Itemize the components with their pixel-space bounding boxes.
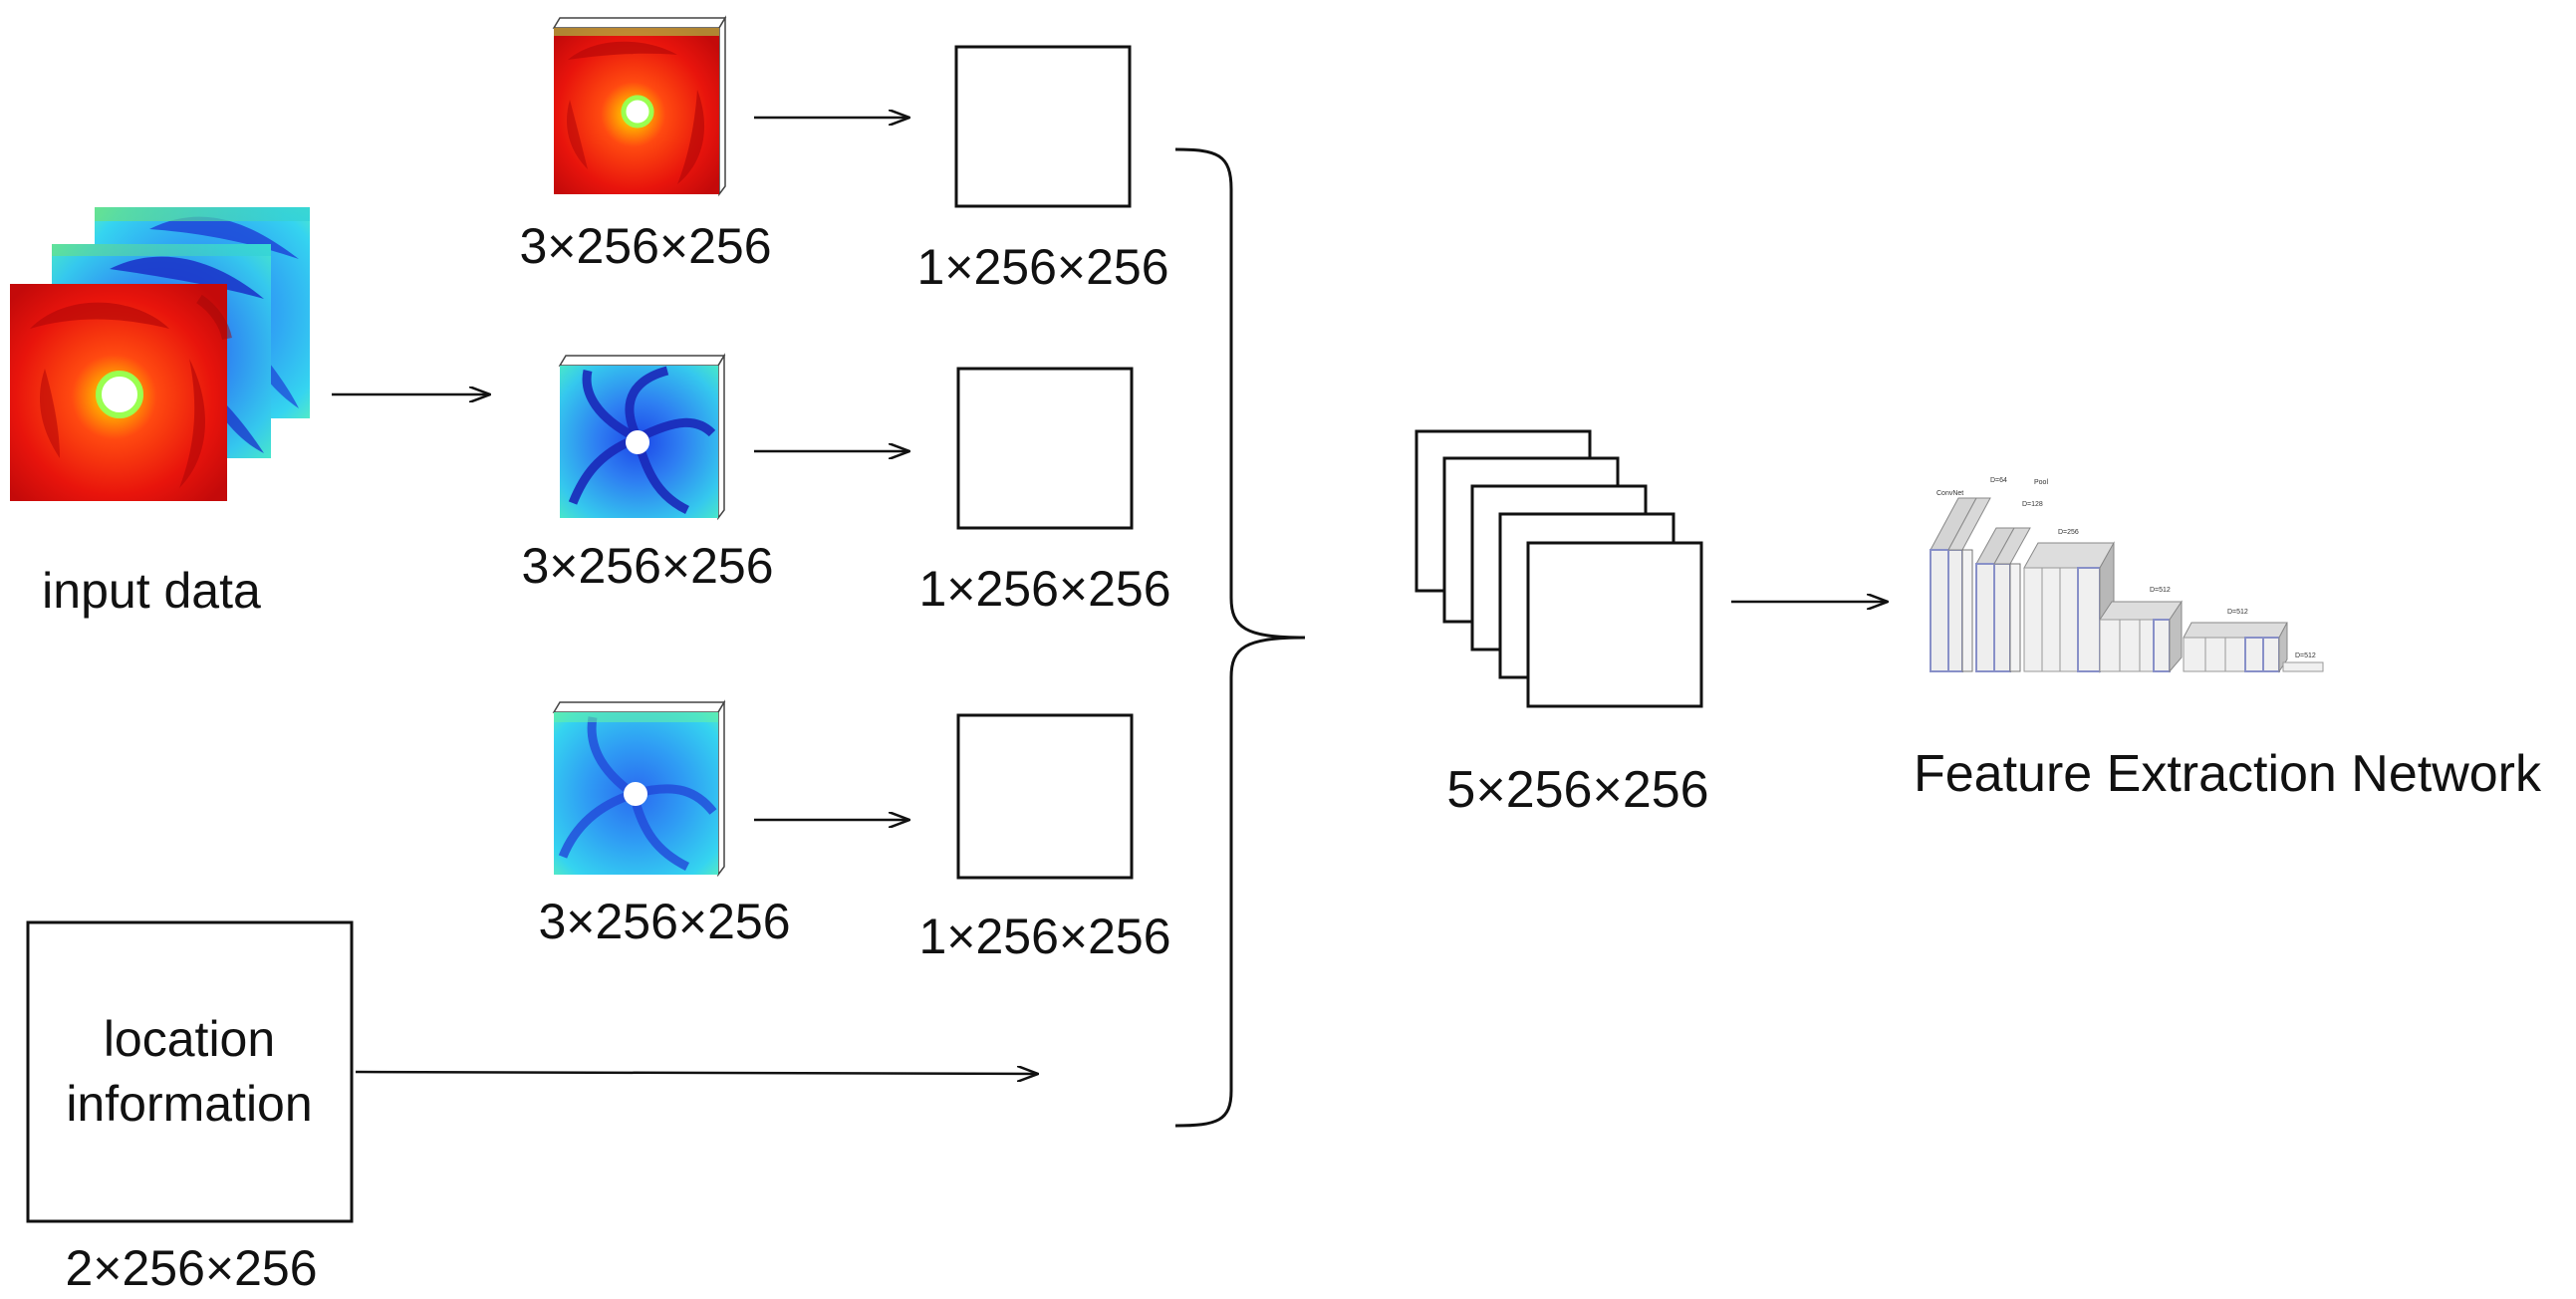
location-dim: 2×256×256: [65, 1240, 317, 1296]
branch1-input-dim: 3×256×256: [519, 218, 771, 274]
concat-dim: 5×256×256: [1446, 761, 1708, 819]
tag-convnet: ConvNet: [1936, 490, 1963, 497]
branch1-field-tile: [552, 15, 727, 197]
branch3-field-tile: [552, 699, 726, 878]
tag-d256: D=256: [2058, 529, 2079, 536]
tag-d512-b: D=512: [2227, 609, 2248, 616]
concat-brace: [1174, 147, 1306, 1128]
input-data-label: input data: [42, 563, 261, 619]
branch3-output-map: [956, 713, 1134, 880]
branch3-input-dim: 3×256×256: [538, 894, 790, 949]
tag-d128: D=128: [2022, 501, 2043, 508]
network-tags: ConvNet D=64 Pool D=128 D=256 D=512 D=51…: [1936, 477, 2316, 659]
location-label-line1: location: [104, 1011, 275, 1067]
tag-pool: Pool: [2034, 479, 2048, 486]
branch2-input-dim: 3×256×256: [521, 538, 773, 594]
input-layer-front: [10, 284, 232, 501]
location-info-box: [26, 920, 354, 1223]
branch1-output-map: [954, 45, 1132, 208]
input-data-stack: [10, 207, 310, 501]
branch3-output-dim: 1×256×256: [918, 909, 1170, 964]
network-label: Feature Extraction Network: [1914, 745, 2542, 803]
tag-d512-a: D=512: [2150, 587, 2171, 594]
location-label-line2: information: [66, 1076, 312, 1132]
tag-d64: D=64: [1990, 477, 2007, 484]
arrow-location: [355, 1072, 1038, 1074]
stacked-feature-maps: [1415, 429, 1703, 708]
tag-d512-c: D=512: [2295, 652, 2316, 659]
branch1-output-dim: 1×256×256: [916, 239, 1168, 295]
branch2-output-dim: 1×256×256: [918, 561, 1170, 617]
branch2-output-map: [956, 367, 1134, 530]
network-architecture-thumbnail: ConvNet D=64 Pool D=128 D=256 D=512 D=51…: [1930, 477, 2324, 673]
branch2-field-tile: [558, 353, 726, 521]
